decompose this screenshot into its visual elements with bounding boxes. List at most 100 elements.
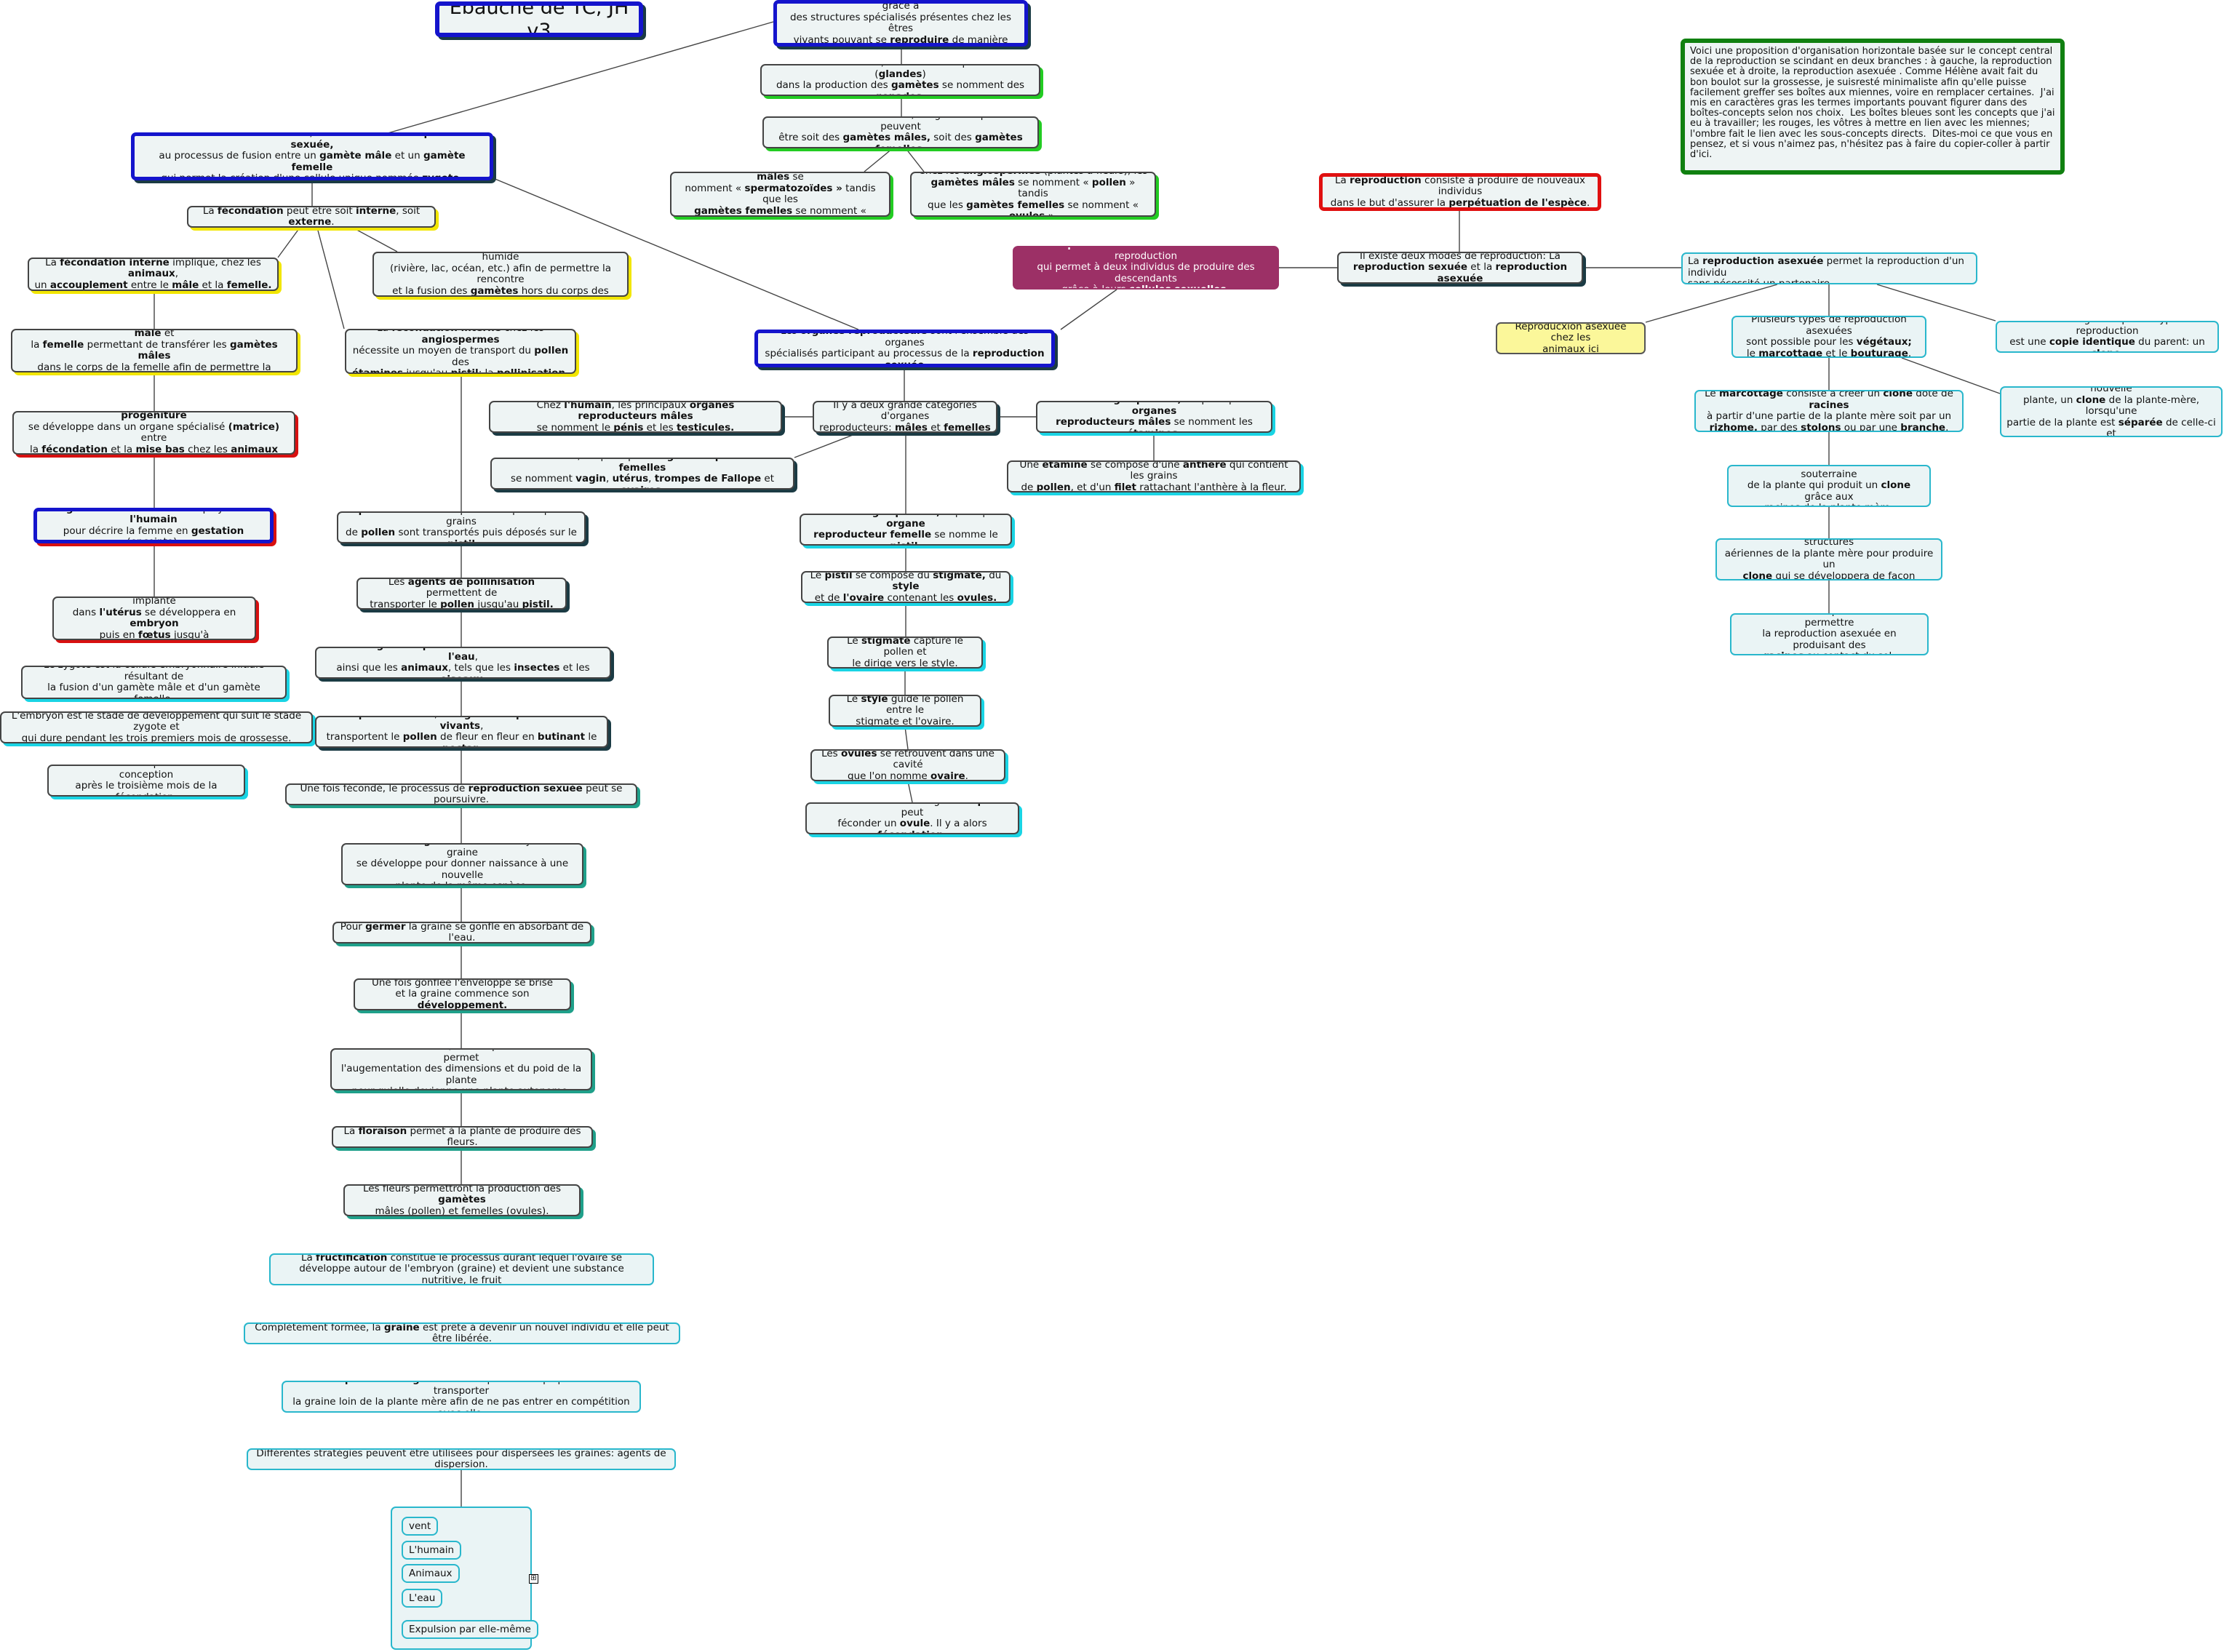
angio-femelle-text: Chez les angiospermes, le principal orga… [813, 515, 998, 544]
node-fleurs[interactable]: Les fleurs permettront la production des… [343, 1184, 581, 1216]
chip-eau[interactable]: L'eau [402, 1589, 443, 1608]
chip-expulsion[interactable]: Expulsion par elle-même [402, 1620, 538, 1639]
node-fecondation[interactable]: La fécondation est le nom donné, dans le… [131, 132, 493, 180]
node-deux-modes[interactable]: Il existe deux modes de reproduction: La… [1337, 252, 1583, 284]
node-feconde[interactable]: Une fois fécondé, le processus de reprod… [285, 783, 637, 805]
note-text: Voici une proposition d'organisation hor… [1690, 46, 2055, 170]
node-angio-males[interactable]: Chez les angiospermes, les principaux or… [1036, 401, 1272, 433]
node-germer[interactable]: Pour germer la graine se gonfle en absor… [332, 922, 591, 943]
croissance-text: Durant la croissance, la multiplication … [340, 1050, 582, 1089]
node-angio-femelle[interactable]: Chez les angiospermes, le principal orga… [800, 514, 1012, 546]
node-etamine[interactable]: Une étamine se compose d'une anthère qui… [1007, 460, 1301, 492]
node-pistil[interactable]: Le pistil se compose du stigmate, du sty… [801, 571, 1011, 603]
node-fecondation-interne-animaux[interactable]: La fécondation interne implique, chez le… [28, 258, 279, 291]
node-germination[interactable]: Au cours de la germination l'embryon d'u… [341, 843, 583, 885]
node-mammiferes[interactable]: Chez les mammifères, les gamètes mâles s… [670, 172, 890, 217]
node-gamete[interactable]: Un gamète est une cellule sexuelle produ… [773, 0, 1028, 47]
accouplement-text: L'accouplement est un contact physique e… [31, 329, 278, 372]
connector-line [907, 781, 913, 803]
marcottage-text: Le marcottage consiste à créer un clone … [1705, 390, 1953, 432]
node-strategies[interactable]: Différentes stratégies peuvent être util… [247, 1448, 676, 1470]
chip-humain[interactable]: L'humain [402, 1541, 462, 1560]
ovules-text: Les ovules se retrouvent dans une cavité… [821, 749, 995, 781]
rizhome-text: Le rizhome est une structure souterraine… [1747, 466, 1911, 506]
chip-animaux[interactable]: Animaux [402, 1564, 460, 1583]
types-vegetaux-text: Plusieurs types de reproduction asexuées… [1746, 316, 1912, 358]
node-grossesse-zygote[interactable]: Durant la grossesse, le zygote implantéd… [52, 596, 256, 640]
node-reproduction-sexuee[interactable]: La reproduction sexuée est un mode de re… [1013, 246, 1279, 290]
node-zygote-definition[interactable]: Le zygote est la cellule embryonnaire in… [21, 666, 287, 699]
feconde-text: Une fois fécondé, le processus de reprod… [300, 783, 623, 805]
node-floraison[interactable]: La floraison permet à la plante de produ… [332, 1126, 593, 1148]
node-ovaire-pollen[interactable]: Une fois dans l'ovaire le grain de polle… [805, 802, 1019, 834]
repro-asexuee-text: La reproduction asexuée permet la reprod… [1688, 255, 1964, 284]
humain-males-text: Chez l'humain, les principaux organes re… [536, 401, 735, 433]
grossesse-zygote-text: Durant la grossesse, le zygote implantéd… [72, 596, 236, 640]
node-croissance[interactable]: Durant la croissance, la multiplication … [330, 1048, 592, 1090]
gestation-text: La gestation est la période durant laque… [28, 411, 280, 455]
ovaire-pollen-text: Une fois dans l'ovaire le grain de polle… [813, 804, 1012, 833]
map-title[interactable]: Ébauche de TC, JH v3 [435, 1, 643, 37]
connector-line [352, 227, 398, 252]
reproduction-text: La reproduction consiste à produire de n… [1330, 174, 1590, 209]
node-grossesse[interactable]: La grossesse est le terme employé chez l… [33, 508, 274, 543]
node-pollinisation[interactable]: La pollinisation est le processus par le… [337, 511, 586, 543]
node-humain-males[interactable]: Chez l'humain, les principaux organes re… [489, 401, 782, 433]
bouturage-text: Le bouturage consiste à créer une nouvel… [2006, 386, 2216, 437]
connector-line [277, 227, 300, 258]
node-ovules[interactable]: Les ovules se retrouvent dans une cavité… [810, 749, 1005, 781]
pollinisateurs-text: Les pollinisateurs, les agents de pollin… [326, 717, 597, 746]
animaux-glandes-text: Chez les animaux, les structures spécial… [776, 65, 1025, 95]
node-accouplement[interactable]: L'accouplement est un contact physique e… [11, 329, 298, 372]
angio-males-text: Chez les angiospermes, les principaux or… [1056, 402, 1254, 431]
node-fecondation-interne-angio[interactable]: La fécondation interne chez les angiospe… [345, 329, 576, 374]
node-graine-prete[interactable]: Complètement formée, la graine est prête… [244, 1322, 680, 1344]
node-types-vegetaux[interactable]: Plusieurs types de reproduction asexuées… [1731, 316, 1926, 358]
node-organes-reproducteurs[interactable]: Les organes reproducteurs sont l'ensembl… [754, 330, 1055, 367]
node-pollinisateurs[interactable]: Les pollinisateurs, les agents de pollin… [315, 716, 608, 748]
pistil-text: Le pistil se compose du stigmate, du sty… [810, 571, 1002, 603]
node-fecondation-externe[interactable]: La fécondation externe requiert un milie… [372, 252, 629, 297]
dispersion-text: La dispersion des graines est le process… [292, 1382, 630, 1411]
etamine-text: Une étamine se compose d'une anthère qui… [1019, 460, 1288, 492]
node-stolons[interactable]: Les stolons sont produits grâce aux stru… [1715, 538, 1942, 580]
node-reproduction-asexuee[interactable]: La reproduction asexuée permet la reprod… [1681, 252, 1977, 284]
node-reproduction[interactable]: La reproduction consiste à produire de n… [1319, 173, 1601, 211]
node-fecondation-types[interactable]: La fécondation peut être soit interne, s… [187, 206, 436, 228]
node-rizhome[interactable]: Le rizhome est une structure souterraine… [1727, 465, 1931, 507]
node-animaux-glandes[interactable]: Chez les animaux, les structures spécial… [760, 64, 1040, 96]
node-dispersion[interactable]: La dispersion des graines est le process… [282, 1381, 641, 1413]
pollinisation-text: La pollinisation est le processus par le… [344, 513, 579, 542]
chip-vent[interactable]: vent [402, 1517, 439, 1536]
node-fructification[interactable]: La fructification constitue le processus… [269, 1253, 654, 1285]
node-angio-pollen[interactable]: Chez les angiospermes (plantes à fleurs)… [910, 172, 1156, 217]
fec-interne-angio-text: La fécondation interne chez les angiospe… [351, 330, 570, 374]
strategies-text: Différentes stratégies peuvent être util… [256, 1448, 666, 1470]
collapse-toggle-icon[interactable]: ⊞ [529, 1574, 538, 1584]
connector-line [905, 148, 925, 172]
node-marcottage[interactable]: Le marcottage consiste à créer un clone … [1694, 390, 1964, 432]
node-embryon-definition[interactable]: L'embryon est le stade de développement … [0, 711, 313, 743]
node-copie-identique[interactable]: L'individu engendré par ce type de repro… [1996, 321, 2219, 353]
node-agents-liste[interactable]: Parmi les agent de pollinisation on retr… [315, 647, 611, 679]
node-gestation[interactable]: La gestation est la période durant laque… [12, 411, 295, 455]
node-humain-femelles[interactable]: Chez l'humain, les principaux organes re… [490, 458, 794, 490]
node-agents-pollinisation[interactable]: Les agents de pollinisation permettent d… [356, 578, 567, 610]
node-foetus-definition[interactable]: Le fœtus est le produit de la conception… [47, 765, 245, 797]
agents-list-text: Parmi les agent de pollinisation on retr… [322, 648, 604, 677]
fec-interne-animaux-text: La fécondation interne implique, chez le… [34, 258, 272, 291]
node-bouturage[interactable]: Le bouturage consiste à créer une nouvel… [2000, 386, 2223, 437]
node-sexe-gametes[interactable]: Selon le sexe de l'individu, les gamètes… [762, 116, 1039, 148]
note-box[interactable]: Voici une proposition d'organisation hor… [1681, 39, 2065, 175]
floraison-text: La floraison permet à la plante de produ… [343, 1126, 581, 1148]
